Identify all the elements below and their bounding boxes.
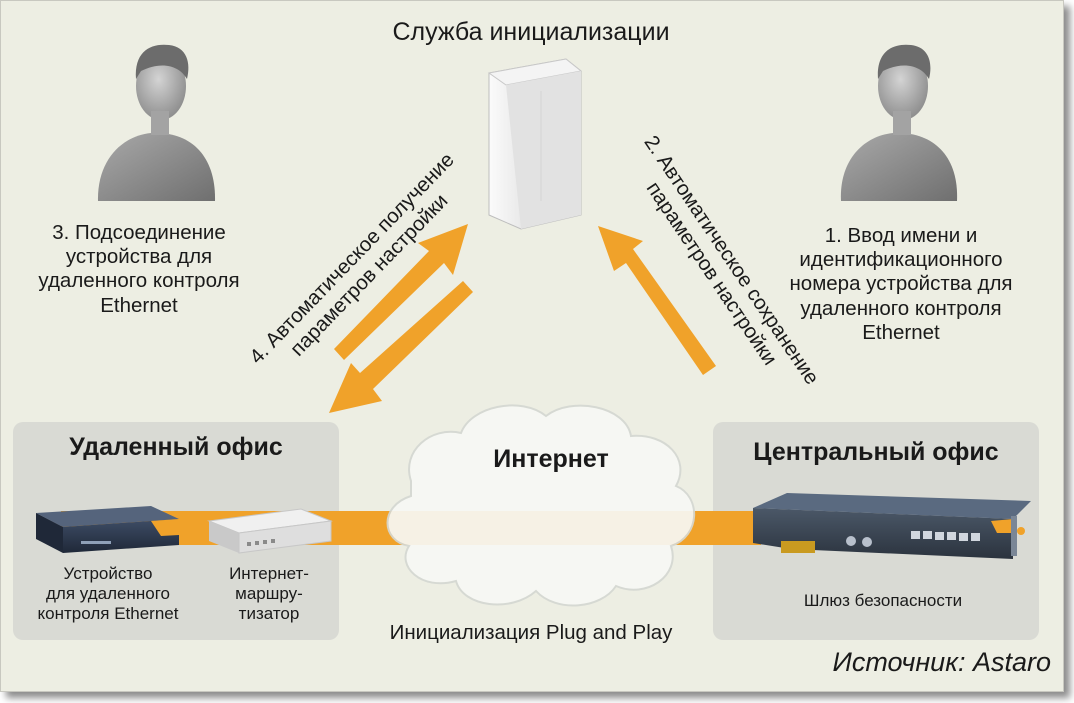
diagram-caption: Инициализация Plug and Play [389,621,673,644]
person-left-icon [97,44,216,201]
step3-label: 3. Подсоединение устройства для удаленно… [38,221,240,317]
central-office-title: Центральный офис [753,438,999,466]
source-label: Источник: Astaro [832,647,1051,677]
server-icon [487,58,583,230]
gateway-label: Шлюз безопасности [803,591,963,610]
router-icon [207,508,333,554]
service-title: Служба инициализации [392,18,670,46]
security-gateway-icon [753,493,1031,559]
person-right-icon [840,44,958,201]
arrow-up-left [334,224,468,360]
remote-office-title: Удаленный офис [69,433,283,461]
remote-device-icon [36,506,179,553]
arrow-down-left [329,281,473,413]
remote-device-label: Устройство для удаленного контроля Ether… [37,564,179,624]
arrow-up-right [598,226,716,375]
diagram-frame: Служба инициализации 3. Подсоединение ус… [0,0,1064,692]
internet-label: Интернет [493,445,609,473]
router-label: Интернет- маршру- тизатор [229,564,309,624]
internet-cloud-icon [386,404,696,607]
step1-label: 1. Ввод имени и идентификационного номер… [789,224,1013,344]
